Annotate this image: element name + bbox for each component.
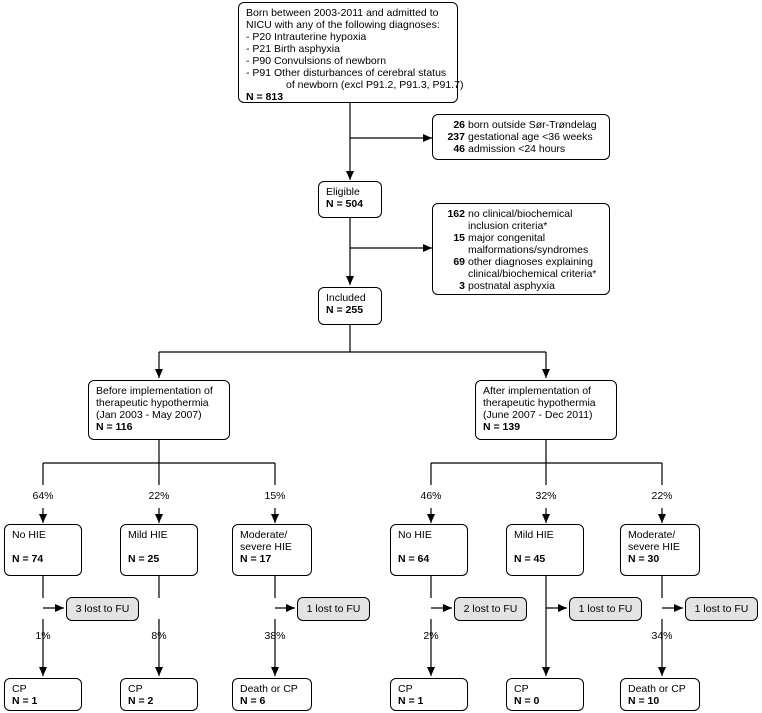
branch-percent: 22%	[148, 490, 170, 502]
outcome-box: CP N = 0	[506, 678, 584, 711]
period-line: therapeutic hypothermia	[96, 397, 209, 409]
exclusion-item-cont: malformations/syndromes	[468, 244, 589, 256]
group-box-no-hie: No HIE N = 64	[390, 524, 468, 576]
period-count: N = 116	[96, 421, 133, 433]
period-line: After implementation of	[483, 385, 591, 397]
branch-percent: 15%	[264, 490, 286, 502]
group-box-mild-hie: Mild HIE N = 45	[506, 524, 584, 576]
eligible-label: Eligible	[326, 186, 360, 198]
outcome-percent: 2%	[423, 630, 439, 642]
exclusion-item-cont: clinical/biochemical criteria*	[468, 268, 597, 280]
period-line: Before implementation of	[96, 385, 213, 397]
after-hypothermia-box: After implementation of therapeutic hypo…	[475, 380, 617, 440]
outcome-percent: 8%	[151, 630, 167, 642]
eligible-count: N = 504	[326, 198, 364, 210]
outcome-percent: 38%	[264, 630, 286, 642]
branch-percent: 64%	[32, 490, 54, 502]
included-label: Included	[326, 292, 366, 304]
lost-to-fu-box: 1 lost to FU	[297, 597, 370, 621]
outcome-box: CP N = 2	[120, 678, 198, 711]
period-line: (June 2007 - Dec 2011)	[483, 409, 593, 421]
diagnosis-item-cont: of newborn (excl P91.2, P91.3, P91.7)	[286, 79, 464, 91]
period-line: (Jan 2003 - May 2007)	[96, 409, 202, 421]
branch-percent: 46%	[420, 490, 442, 502]
diagnosis-item: - P21 Birth asphyxia	[246, 43, 340, 55]
diagnosis-item: - P91 Other disturbances of cerebral sta…	[246, 67, 447, 79]
outcome-box: Death or CP N = 10	[620, 678, 700, 711]
group-box-mild-hie: Mild HIE N = 25	[120, 524, 198, 576]
included-box: Included N = 255	[318, 287, 382, 325]
source-population-box: Born between 2003-2011 and admitted to N…	[238, 2, 464, 103]
included-count: N = 255	[326, 304, 364, 316]
diagnosis-item: - P90 Convulsions of newborn	[246, 55, 387, 67]
outcome-percent: 1%	[35, 630, 51, 642]
lost-to-fu-box: 2 lost to FU	[454, 597, 527, 621]
exclusion-item-cont: inclusion criteria*	[468, 220, 548, 232]
period-count: N = 139	[483, 421, 521, 433]
group-box-moderate-severe-hie: Moderate/ severe HIE N = 30	[620, 524, 700, 576]
group-box-no-hie: No HIE N = 74	[4, 524, 82, 576]
group-box-moderate-severe-hie: Moderate/ severe HIE N = 17	[232, 524, 312, 576]
source-line: NICU with any of the following diagnoses…	[246, 19, 440, 31]
lost-to-fu-box: 1 lost to FU	[569, 597, 642, 621]
eligible-box: Eligible N = 504	[318, 181, 382, 218]
lost-to-fu-box: 3 lost to FU	[66, 597, 139, 621]
period-line: therapeutic hypothermia	[483, 397, 596, 409]
outcome-percent: 34%	[651, 630, 673, 642]
outcome-box: CP N = 1	[390, 678, 468, 711]
outcome-box: Death or CP N = 6	[232, 678, 312, 711]
source-count: N = 813	[246, 91, 284, 103]
branch-percent: 32%	[535, 490, 557, 502]
before-hypothermia-box: Before implementation of therapeutic hyp…	[88, 380, 230, 440]
source-line: Born between 2003-2011 and admitted to	[246, 7, 439, 19]
outcome-box: CP N = 1	[4, 678, 82, 711]
lost-to-fu-box: 1 lost to FU	[685, 597, 758, 621]
branch-percent: 22%	[651, 490, 673, 502]
diagnosis-item: - P20 Intrauterine hypoxia	[246, 31, 367, 43]
